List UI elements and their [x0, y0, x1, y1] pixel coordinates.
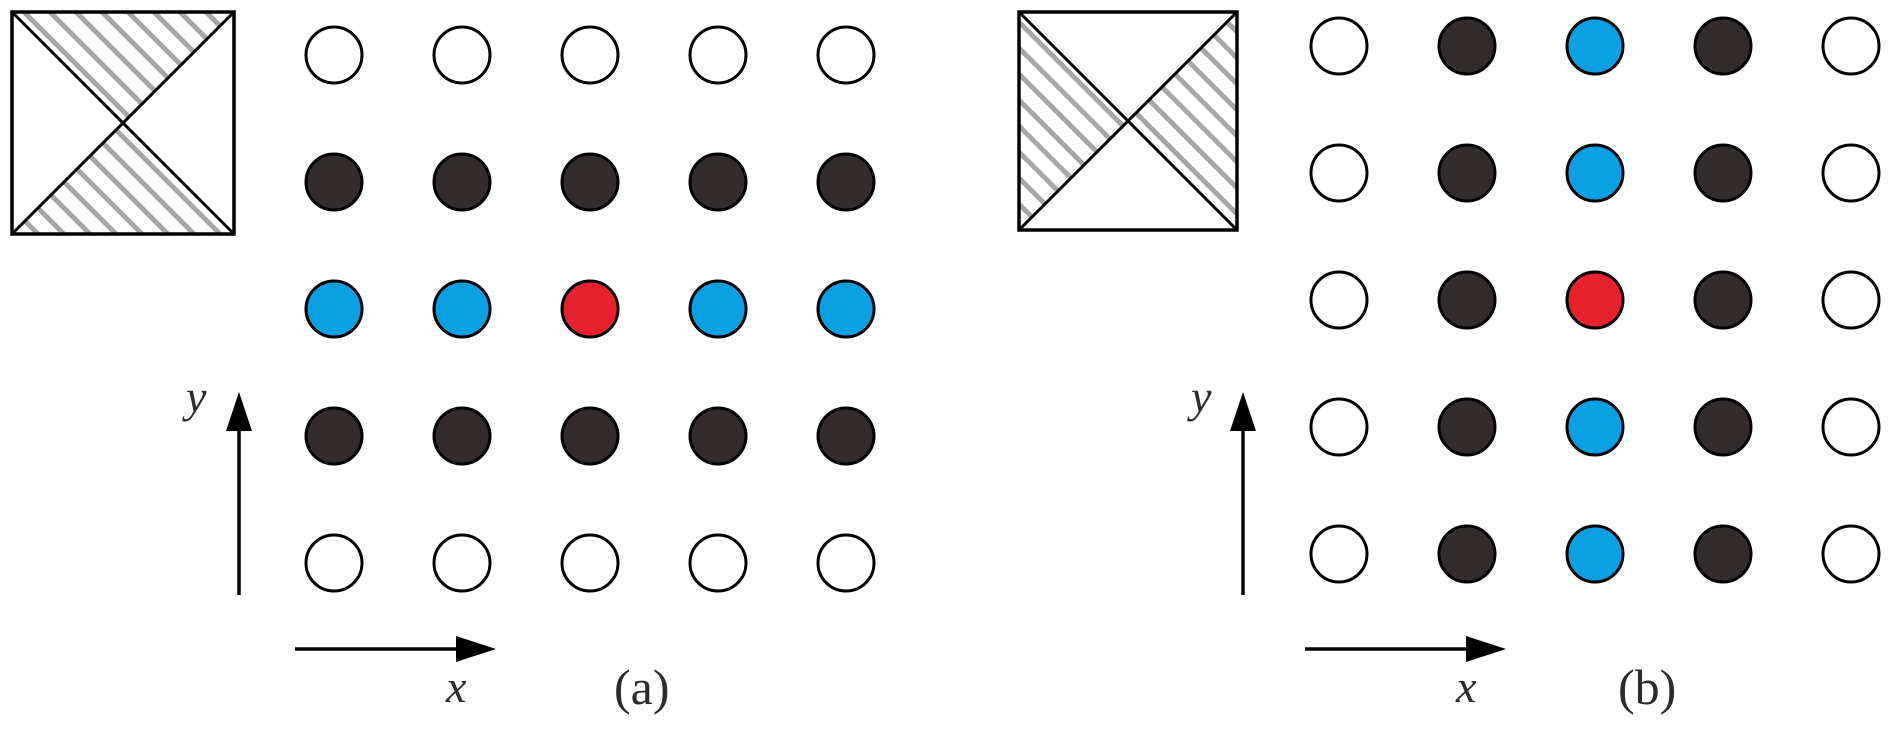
lattice-site-filled: [1693, 524, 1753, 584]
panel-b-y-axis: y: [1187, 371, 1256, 595]
x-axis-arrowhead: [456, 636, 496, 662]
panel-b-lattice: [1309, 16, 1881, 584]
panel-a-lattice: [304, 25, 876, 593]
inset-diagonal: [10, 10, 236, 236]
x-axis-label: x: [1455, 661, 1477, 712]
panel-a: y x (a): [10, 10, 876, 715]
panel-b: y x (b): [1017, 10, 1881, 715]
panel-a-label: (a): [614, 659, 670, 715]
lattice-site-empty: [688, 533, 748, 593]
lattice-site-empty: [1821, 397, 1881, 457]
lattice-site-empty: [816, 25, 876, 85]
lattice-site-filled: [1693, 270, 1753, 330]
lattice-site-filled: [1437, 143, 1497, 203]
lattice-site-filled: [560, 152, 620, 212]
lattice-site-empty: [1821, 524, 1881, 584]
lattice-site-empty: [560, 25, 620, 85]
lattice-site-red: [560, 279, 620, 339]
lattice-site-filled: [1437, 270, 1497, 330]
lattice-site-blue: [1565, 397, 1625, 457]
hatch-left: [1019, 12, 1128, 230]
panel-b-inset: [1017, 10, 1239, 232]
lattice-site-filled: [1693, 16, 1753, 76]
lattice-site-filled: [1693, 397, 1753, 457]
lattice-site-filled: [432, 406, 492, 466]
hatch-right: [1128, 12, 1237, 230]
lattice-site-empty: [1309, 270, 1369, 330]
lattice-site-empty: [816, 533, 876, 593]
lattice-site-empty: [1309, 143, 1369, 203]
lattice-site-filled: [688, 406, 748, 466]
inset-square: [1017, 10, 1239, 232]
panel-b-label: (b): [1618, 659, 1676, 715]
x-axis-label: x: [445, 661, 467, 712]
lattice-site-blue: [432, 279, 492, 339]
panel-a-x-axis: x: [295, 636, 496, 712]
lattice-site-blue: [1565, 16, 1625, 76]
lattice-site-blue: [304, 279, 364, 339]
lattice-site-empty: [1821, 16, 1881, 76]
inset-square: [10, 10, 236, 236]
lattice-site-empty: [304, 533, 364, 593]
lattice-site-filled: [816, 406, 876, 466]
lattice-site-filled: [304, 406, 364, 466]
lattice-site-empty: [1821, 270, 1881, 330]
lattice-site-filled: [560, 406, 620, 466]
lattice-site-empty: [304, 25, 364, 85]
y-axis-label: y: [1187, 371, 1212, 422]
lattice-site-empty: [432, 25, 492, 85]
y-axis-arrowhead: [1230, 392, 1256, 431]
lattice-site-empty: [560, 533, 620, 593]
lattice-site-blue: [816, 279, 876, 339]
lattice-site-filled: [1437, 16, 1497, 76]
lattice-site-empty: [1821, 143, 1881, 203]
panel-a-y-axis: y: [182, 371, 252, 595]
lattice-site-blue: [688, 279, 748, 339]
lattice-site-filled: [304, 152, 364, 212]
lattice-site-filled: [1693, 143, 1753, 203]
lattice-site-filled: [688, 152, 748, 212]
x-axis-arrowhead: [1466, 636, 1506, 662]
lattice-site-empty: [1309, 16, 1369, 76]
lattice-site-filled: [816, 152, 876, 212]
panel-b-x-axis: x: [1305, 636, 1506, 712]
lattice-site-empty: [432, 533, 492, 593]
lattice-site-filled: [1437, 397, 1497, 457]
lattice-site-blue: [1565, 524, 1625, 584]
y-axis-label: y: [182, 371, 207, 422]
inset-diagonal: [1017, 10, 1239, 232]
lattice-site-red: [1565, 270, 1625, 330]
lattice-site-empty: [688, 25, 748, 85]
lattice-site-blue: [1565, 143, 1625, 203]
lattice-site-filled: [1437, 524, 1497, 584]
lattice-site-empty: [1309, 524, 1369, 584]
y-axis-arrowhead: [226, 392, 252, 431]
lattice-site-empty: [1309, 397, 1369, 457]
lattice-site-filled: [432, 152, 492, 212]
